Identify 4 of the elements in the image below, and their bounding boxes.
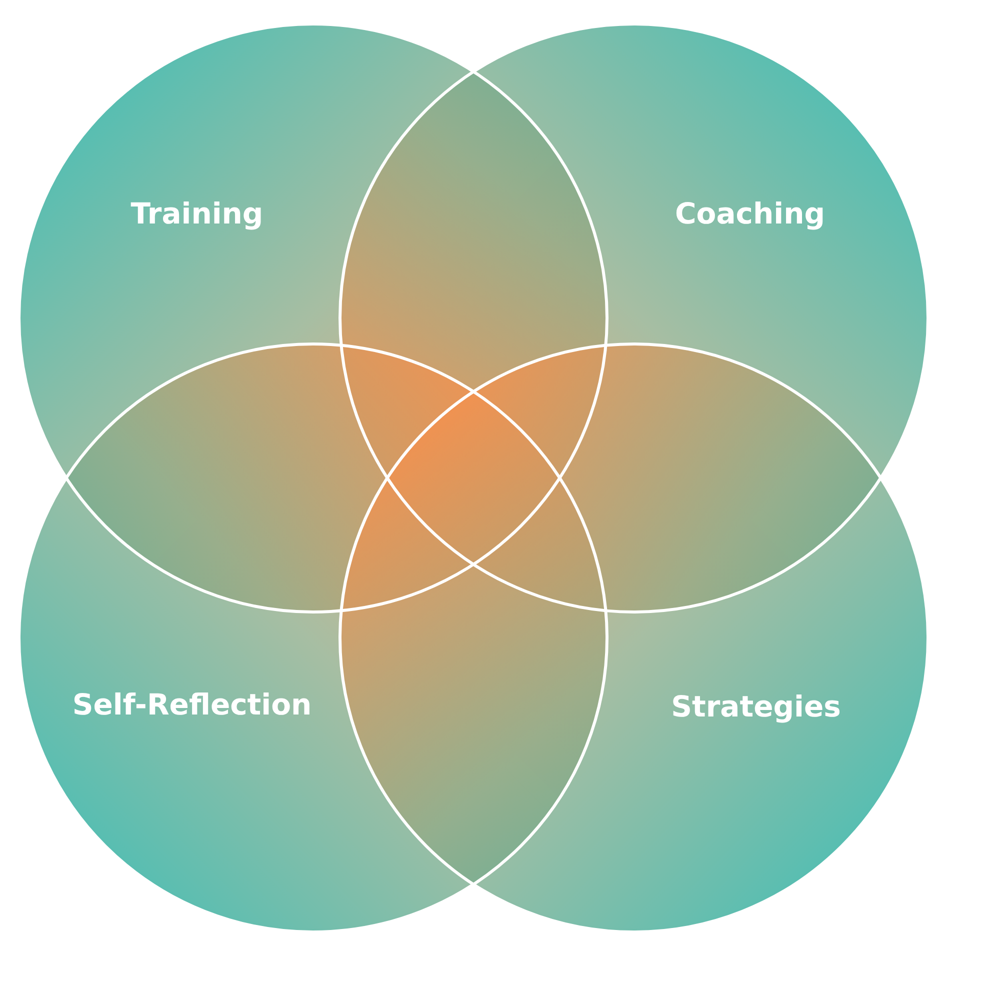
set-label: Training (130, 197, 264, 231)
set-label: Coaching (675, 197, 825, 231)
set-label: Self-Reflection (72, 688, 312, 722)
set-label: Strategies (671, 690, 841, 724)
